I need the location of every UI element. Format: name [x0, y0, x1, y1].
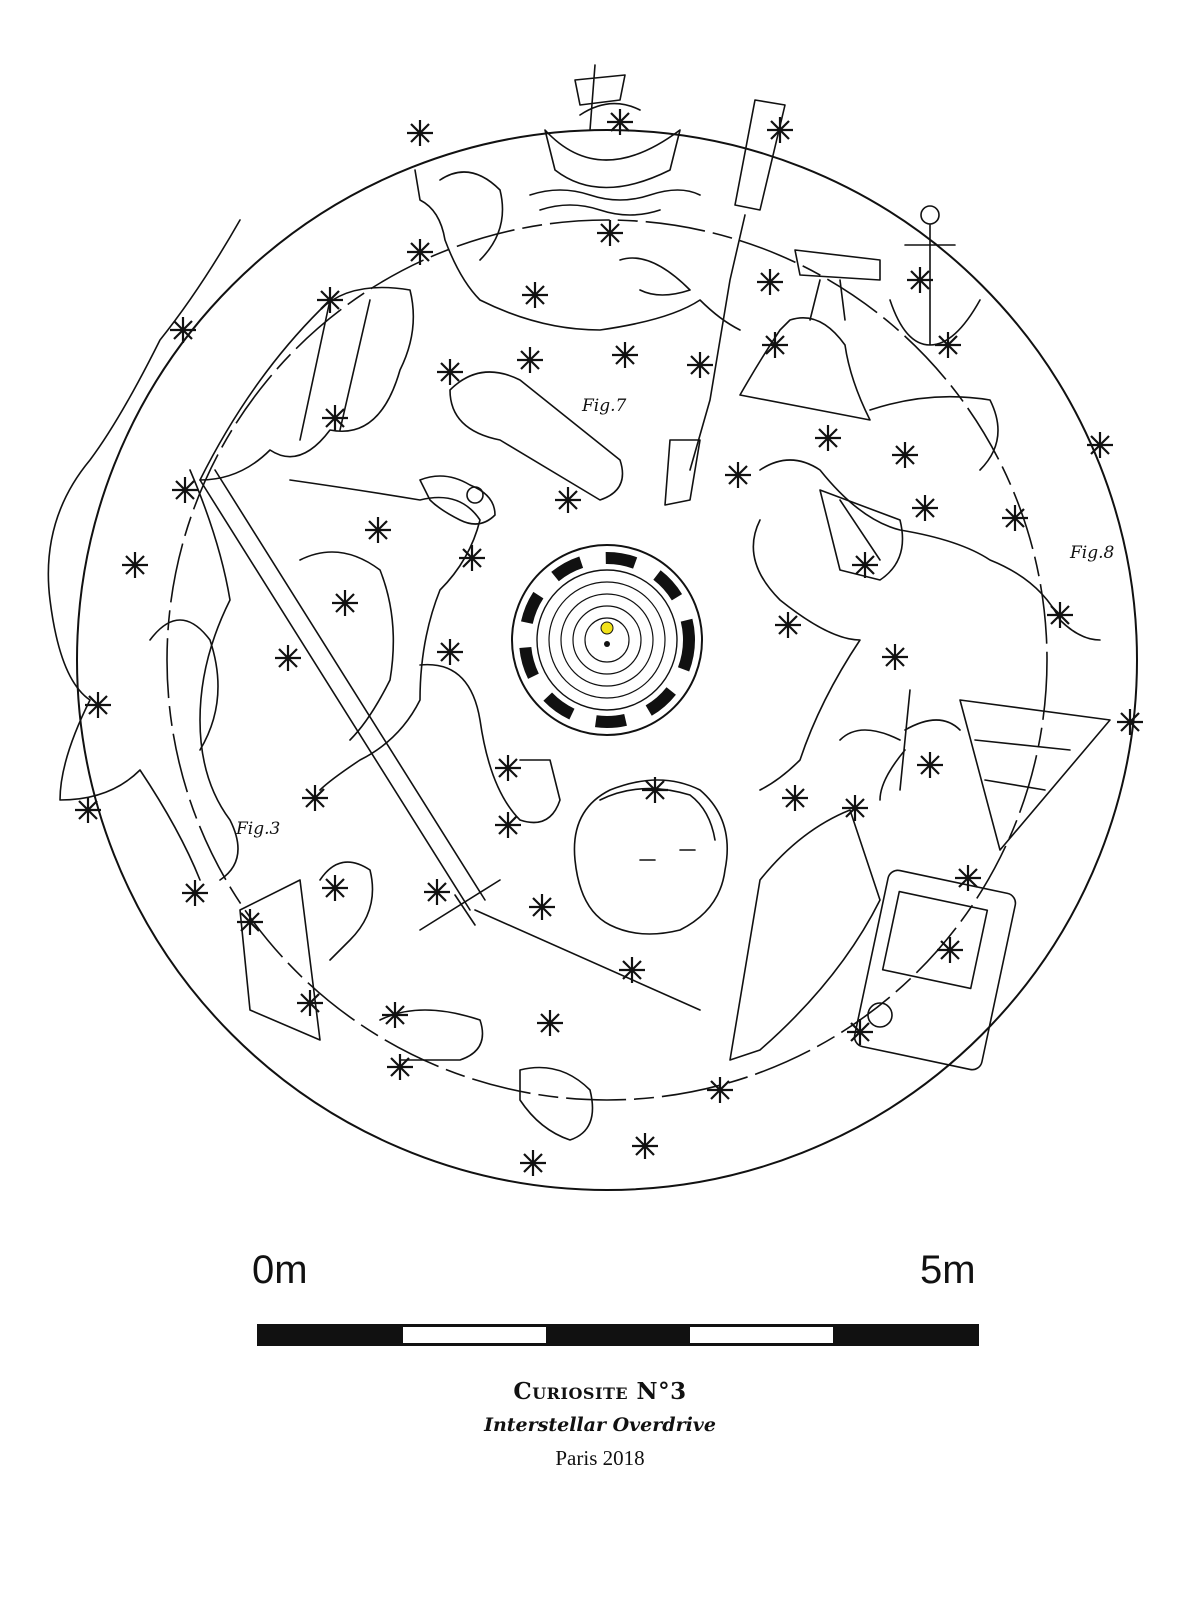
outer-ring	[76, 129, 1138, 1191]
scale-bar	[257, 1324, 979, 1346]
scale-segment	[832, 1327, 977, 1343]
sword-icon	[199, 469, 701, 1011]
plate-title: Curiosite N°3	[513, 1378, 687, 1405]
scale-start-label: 0m	[252, 1248, 308, 1292]
game-console-icon	[853, 869, 1017, 1071]
plate-subtitle: Interstellar Overdrive	[484, 1414, 716, 1436]
pyramid-icon	[959, 699, 1111, 851]
sun-marker	[600, 621, 614, 635]
ram-icon	[419, 475, 496, 525]
center-compass	[511, 544, 703, 736]
anchor-icon	[889, 205, 981, 346]
fig-7-label: Fig.7	[581, 396, 627, 416]
scale-segment	[403, 1327, 547, 1343]
scale-end-label: 5m	[920, 1248, 976, 1292]
horse-icon	[289, 479, 481, 791]
celestial-map: Fig.7 Fig.8 Fig.3	[47, 64, 1145, 1191]
mermaid-icon	[414, 169, 741, 331]
fig-3-label: Fig.3	[235, 819, 280, 839]
inner-ring	[166, 219, 1048, 1101]
sextant-icon	[819, 489, 904, 581]
shield-icon	[729, 809, 881, 1061]
log-icon	[449, 371, 624, 501]
bull-icon	[752, 395, 1101, 791]
bat-wing-icon	[199, 286, 415, 481]
boy-face-icon	[573, 779, 728, 935]
dragon-icon	[47, 219, 241, 881]
bell-icon	[739, 249, 881, 421]
scale-segment	[689, 1327, 833, 1343]
palm-tree-icon	[839, 689, 961, 801]
fig-8-label: Fig.8	[1069, 543, 1115, 563]
hand-icon	[239, 861, 594, 1141]
plate-place-date: Paris 2018	[555, 1446, 645, 1470]
pipe-icon	[419, 663, 561, 824]
scale-segment	[260, 1327, 404, 1343]
scale-segment	[546, 1327, 690, 1343]
telescope-icon	[664, 99, 786, 506]
ship-icon	[529, 64, 701, 216]
